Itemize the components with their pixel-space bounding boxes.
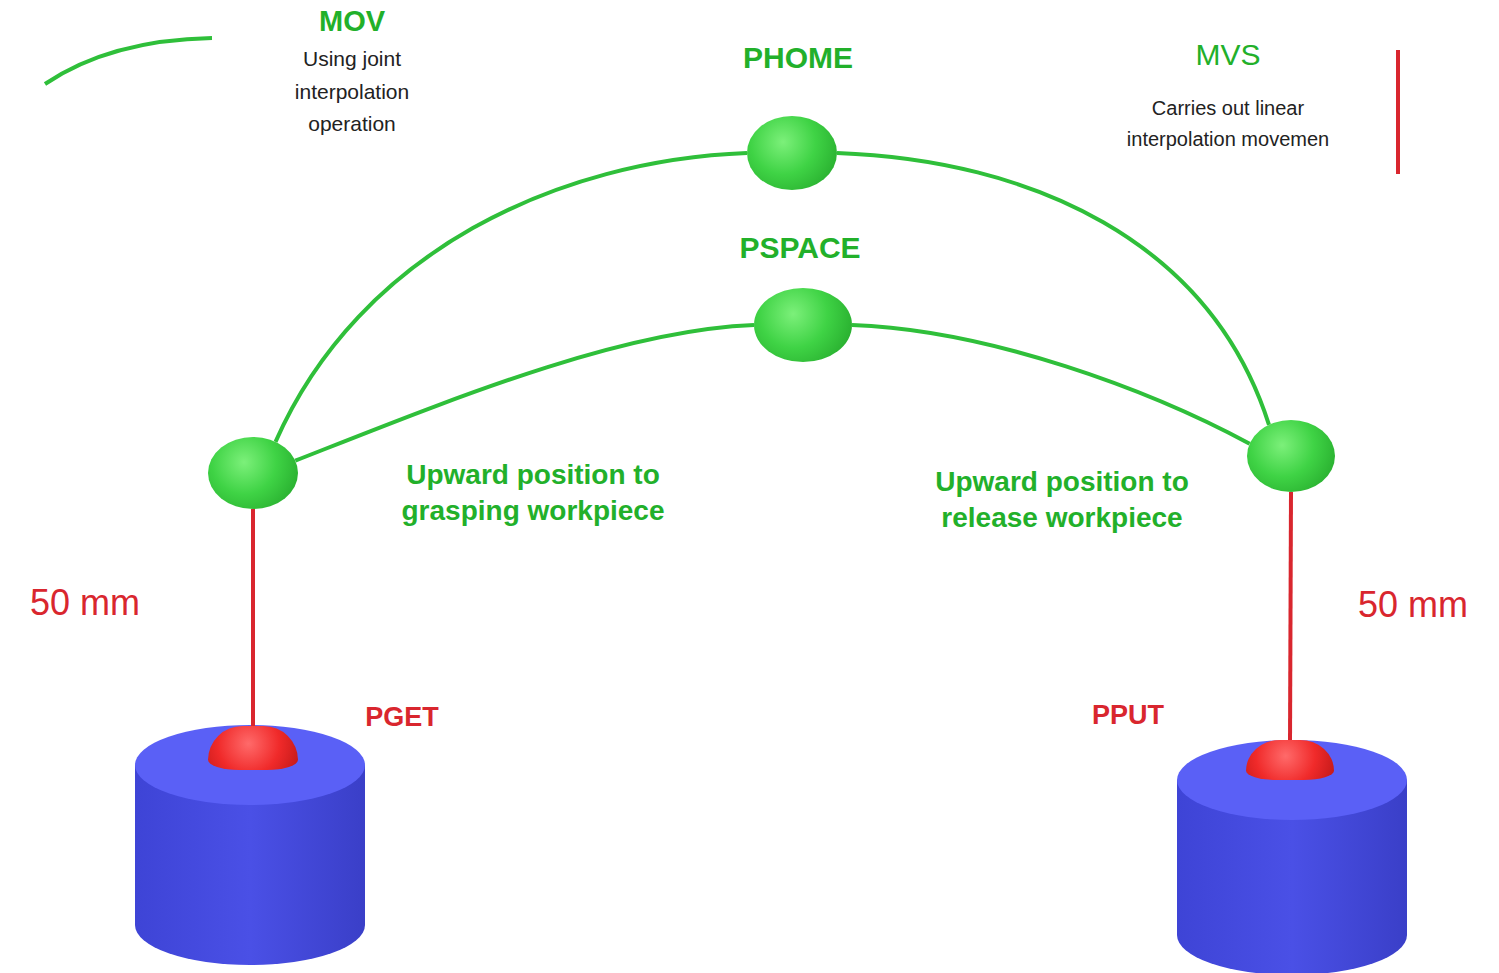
legend-title: MVS xyxy=(1195,35,1260,74)
joint-move-curve xyxy=(276,153,748,442)
joint-move-curve xyxy=(852,325,1250,444)
linear-move-line xyxy=(1290,492,1291,742)
position-label: PHOME xyxy=(743,38,853,77)
cylinder xyxy=(135,725,365,965)
position-sphere: Upward position to release workpiece xyxy=(1247,420,1335,492)
cylinder xyxy=(1177,740,1407,973)
linear-move-line xyxy=(251,509,255,728)
position-label: PPUT xyxy=(1092,698,1164,733)
dimension-label: 50 mm xyxy=(1358,582,1468,629)
target-point: PGET xyxy=(208,726,298,770)
legend-description: Using joint interpolation operation xyxy=(257,43,447,141)
dimension-label: 50 mm xyxy=(30,580,140,627)
position-sphere: PHOME xyxy=(747,116,837,190)
target-point: PPUT xyxy=(1246,740,1334,780)
position-label: PSPACE xyxy=(739,228,860,267)
legend-description: Carries out linear interpolation movemen xyxy=(1113,93,1343,155)
position-label: PGET xyxy=(365,700,439,735)
position-sphere: PSPACE xyxy=(754,288,852,362)
position-sphere: Upward position to grasping workpiece xyxy=(208,437,298,509)
joint-move-curve xyxy=(837,153,1269,425)
legend-title: MOV xyxy=(319,3,385,41)
legend-line xyxy=(1396,50,1400,174)
joint-move-curve xyxy=(295,325,754,461)
position-label: Upward position to release workpiece xyxy=(897,464,1227,537)
legend-line xyxy=(45,38,212,84)
position-label: Upward position to grasping workpiece xyxy=(368,457,698,530)
